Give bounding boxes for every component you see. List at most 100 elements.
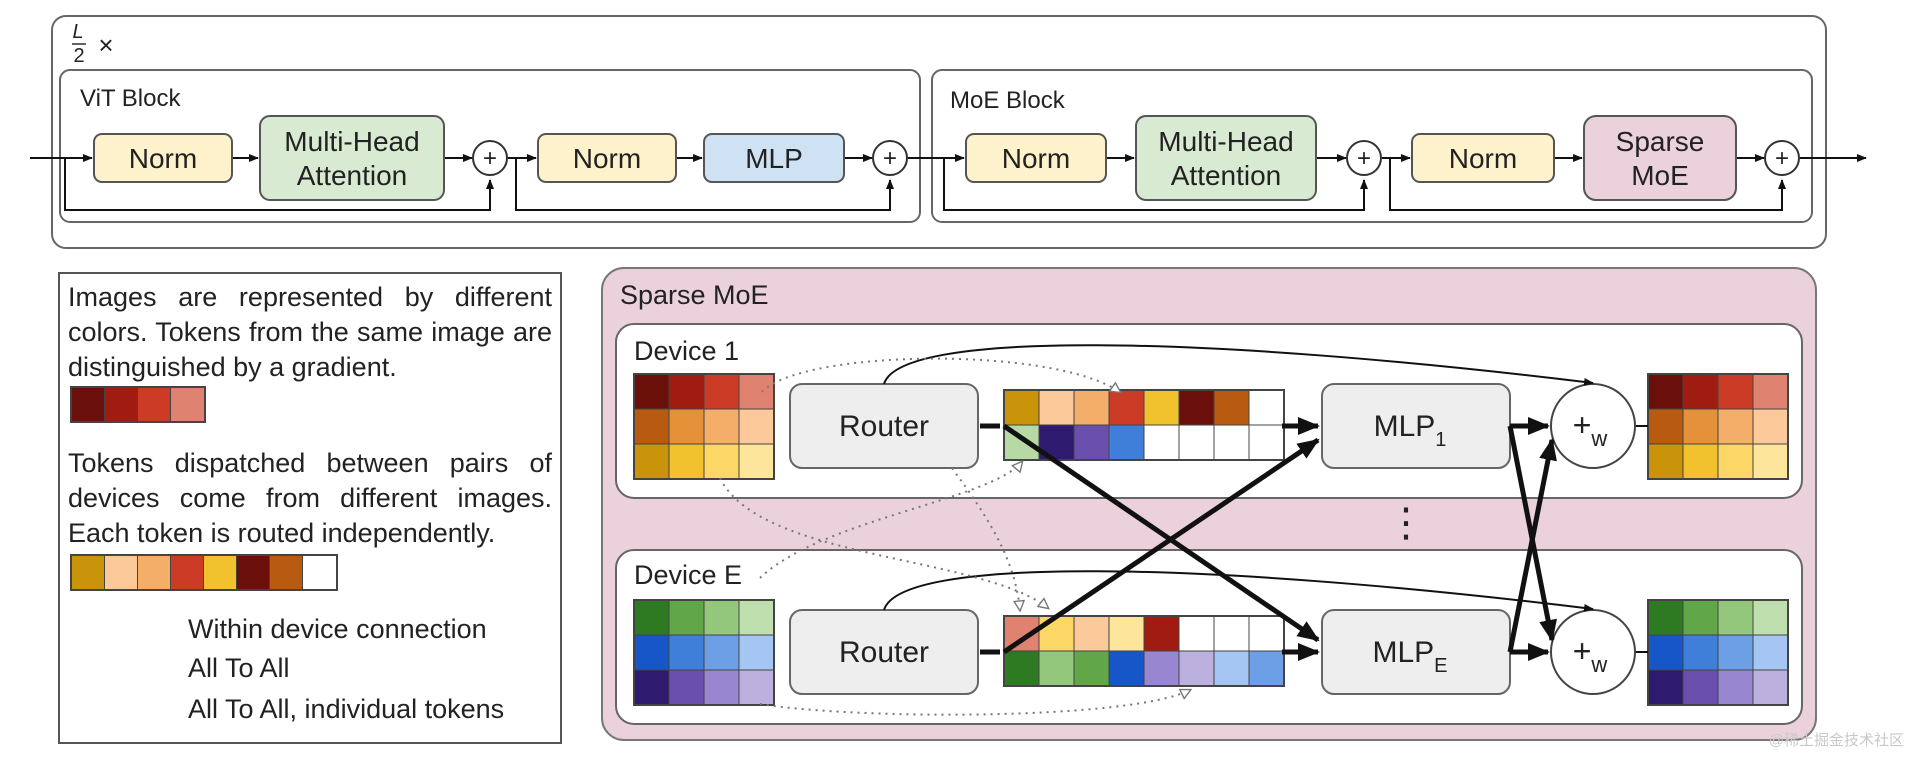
token-cell [668,634,705,671]
legend-paragraph-dispatch: Tokens dispatched between pairs of devic… [68,448,552,548]
device1-output-grid [1647,373,1789,480]
all-to-all-connections [980,417,1557,661]
swatch-cell [72,388,105,421]
vit-add2-label: + [883,145,897,172]
deviceE-combine-plus: + [1573,633,1592,669]
token-cell [1073,650,1110,687]
vit-norm1-label: Norm [129,143,197,174]
token-cell [1178,389,1215,426]
swatch-cell [270,556,303,589]
deviceE-input-grid [633,599,775,706]
moe-norm1-box [965,133,1107,183]
vit-block-title: ViT Block [80,85,181,112]
token-cell [1073,389,1110,426]
token-cell [703,443,740,480]
token-cell [633,373,670,410]
deviceE-mlp-label: MLPE [1372,636,1447,677]
legend-within-device: Within device connection [188,614,487,644]
token-cell [1213,615,1250,652]
token-cell [1682,634,1719,671]
deviceE-output-grid [1647,599,1789,706]
watermark: @稀土掘金技术社区 [1768,732,1904,749]
token-cell [1248,389,1285,426]
token-cell [1752,669,1789,706]
token-cell [1752,373,1789,410]
token-cell [1647,599,1684,636]
token-cell [1108,424,1145,461]
swatch-cell [303,556,336,589]
legend-swatch-gradient [70,386,206,423]
swatch-cell [237,556,270,589]
moe-norm2-box [1411,133,1555,183]
legend-individual-tokens: All To All, individual tokens [188,694,505,724]
swatch-cell [171,388,204,421]
device-ellipsis: ⋮ [1386,501,1426,545]
moe-attention-label-1: Multi-Head [1158,126,1293,157]
token-cell [738,634,775,671]
deviceE-mlp-subscript: E [1434,655,1447,677]
token-cell [738,669,775,706]
token-cell [633,669,670,706]
token-cell [1717,634,1754,671]
token-cell [1178,424,1215,461]
device1-combine-subscript: w [1590,426,1607,451]
swatch-cell [138,388,171,421]
token-cell [703,373,740,410]
token-cell [1647,443,1684,480]
token-cell [1143,615,1180,652]
individual-token-connections [719,357,1190,716]
deviceE-router-label: Router [839,636,929,669]
vit-attention-label-1: Multi-Head [284,126,419,157]
token-cell [1682,408,1719,445]
device1-label: Device 1 [634,336,739,366]
token-cell [633,443,670,480]
token-cell [1178,650,1215,687]
deviceE-combine-subscript: w [1590,652,1607,677]
token-cell [668,669,705,706]
token-cell [703,599,740,636]
token-cell [1717,599,1754,636]
legend-swatch-mixed [70,554,338,591]
svg-text:×: × [98,30,113,60]
svg-text:L: L [72,21,83,43]
moe-norm2-label: Norm [1449,143,1517,174]
legend-panel [58,272,562,744]
token-cell [1682,599,1719,636]
device1-combine-label: +w [1573,407,1608,451]
token-cell [1717,408,1754,445]
vit-mlp-label: MLP [745,143,803,174]
token-cell [1003,650,1040,687]
moe-add1-circle [1346,140,1382,176]
token-cell [1248,650,1285,687]
vit-norm2-box [537,133,677,183]
token-cell [1073,424,1110,461]
token-cell [1108,615,1145,652]
token-cell [738,373,775,410]
token-cell [1143,650,1180,687]
token-cell [1682,373,1719,410]
moe-sparse-box [1583,115,1737,201]
token-cell [668,373,705,410]
legend-all-to-all: All To All [188,653,290,683]
token-cell [1213,389,1250,426]
token-cell [703,634,740,671]
moe-block-title: MoE Block [950,87,1066,114]
legend-paragraph-colors: Images are represented by different colo… [68,282,552,382]
token-cell [1752,443,1789,480]
swatch-cell [105,388,138,421]
deviceE-label: Device E [634,560,742,590]
token-cell [1752,408,1789,445]
token-cell [668,599,705,636]
deviceE-dispatch-grid [1003,615,1285,687]
token-cell [738,408,775,445]
token-cell [1038,389,1075,426]
vit-add2-circle [872,140,908,176]
token-cell [1647,634,1684,671]
token-cell [1682,669,1719,706]
token-cell [1143,424,1180,461]
swatch-cell [72,556,105,589]
deviceE-combine-label: +w [1573,633,1608,677]
token-cell [1073,615,1110,652]
token-grid-border [633,373,775,480]
token-cell [1717,443,1754,480]
